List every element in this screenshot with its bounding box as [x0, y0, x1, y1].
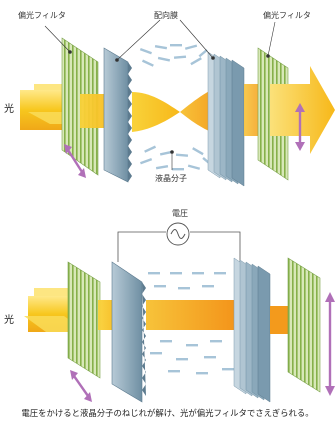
label-polarizer-right: 偏光フィルタ	[263, 10, 311, 20]
label-voltage: 電圧	[172, 209, 188, 218]
bottom-panel: 電圧	[4, 209, 335, 403]
polarization-arrow-icon-bottom	[70, 292, 335, 402]
glass-substrate-left-bottom	[111, 261, 143, 403]
polarizer-filter-right-bottom	[287, 257, 321, 393]
top-panel: 偏光フィルタ 配向膜 偏光フィルタ 光 液晶分子	[4, 10, 335, 187]
label-light-bottom: 光	[4, 313, 14, 326]
label-polarizer-left: 偏光フィルタ	[18, 10, 66, 20]
caption: 電圧をかけると液晶分子のねじれが解け、光が偏光フィルタでさえぎられる。	[21, 408, 314, 418]
polarization-arrow-icon	[64, 103, 305, 178]
alignment-film-right-top	[207, 51, 245, 187]
alignment-film-right-bottom	[233, 257, 271, 403]
ac-source-icon	[166, 222, 190, 246]
glass-substrate-left-top	[103, 47, 129, 183]
liquid-crystal-molecules-bottom	[148, 272, 234, 375]
label-alignment-film: 配向膜	[154, 10, 178, 20]
label-liquid-crystal: 液晶分子	[155, 173, 187, 183]
straight-light-beam	[146, 300, 236, 330]
twisted-light-left	[132, 92, 180, 132]
label-light-top: 光	[4, 102, 14, 115]
polarizer-filter-left-bottom	[67, 261, 101, 379]
